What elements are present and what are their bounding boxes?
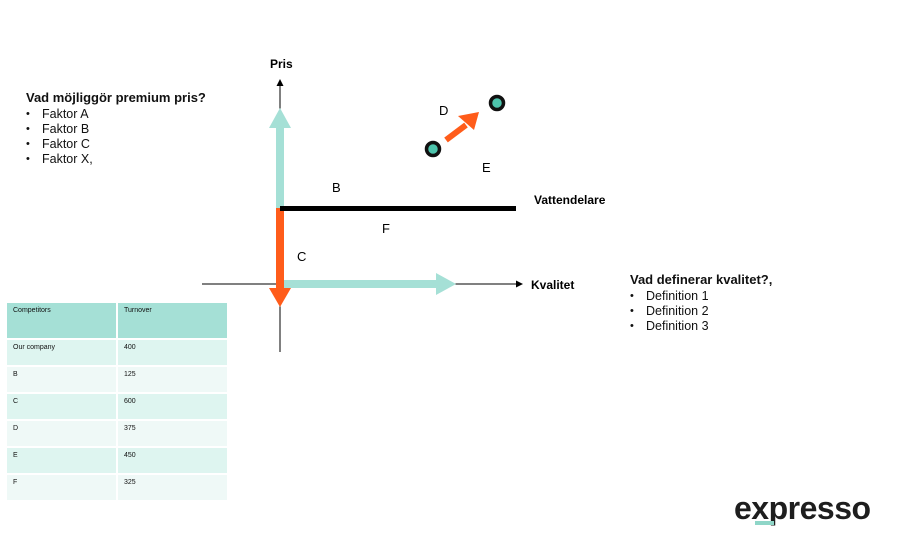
competitor-cell: D bbox=[7, 420, 118, 447]
orange-diagonal-arrow-head bbox=[458, 112, 479, 130]
x-axis-arrowhead bbox=[516, 280, 523, 288]
list-item: Faktor A bbox=[26, 107, 206, 122]
table-row: Our company 400 bbox=[7, 339, 227, 366]
quality-definition-heading: Vad definerar kvalitet?, bbox=[630, 272, 773, 287]
table-header-row: Competitors Turnover bbox=[7, 303, 227, 339]
list-item: Faktor B bbox=[26, 122, 206, 137]
position-dot-start bbox=[424, 140, 442, 158]
list-item: Definition 1 bbox=[630, 289, 772, 304]
table-row: D 375 bbox=[7, 420, 227, 447]
competitor-cell: E bbox=[7, 447, 118, 474]
region-label-d: D bbox=[439, 103, 448, 118]
region-label-f: F bbox=[382, 221, 390, 236]
expresso-logo: expresso bbox=[734, 490, 871, 526]
table-row: E 450 bbox=[7, 447, 227, 474]
turnover-cell: 325 bbox=[117, 474, 227, 501]
table-row: C 600 bbox=[7, 393, 227, 420]
orange-diagonal-arrow-shaft bbox=[444, 122, 468, 143]
premium-price-block: Vad möjliggör premium pris? Faktor A Fak… bbox=[26, 90, 206, 167]
competitors-table: Competitors Turnover Our company 400 B 1… bbox=[7, 303, 227, 502]
threshold-line bbox=[280, 206, 516, 211]
region-label-c: C bbox=[297, 249, 306, 264]
region-label-e: E bbox=[482, 160, 491, 175]
x-axis-label: Kvalitet bbox=[531, 278, 574, 292]
threshold-label: Vattendelare bbox=[534, 193, 606, 207]
region-label-b: B bbox=[332, 180, 341, 195]
table-row: F 325 bbox=[7, 474, 227, 501]
table-row: B 125 bbox=[7, 366, 227, 393]
quality-definition-list: Definition 1 Definition 2 Definition 3 bbox=[630, 289, 772, 334]
orange-down-arrow-head bbox=[269, 288, 291, 307]
list-item: Faktor X, bbox=[26, 152, 206, 167]
turnover-cell: 450 bbox=[117, 447, 227, 474]
list-item: Definition 2 bbox=[630, 304, 772, 319]
competitor-cell: B bbox=[7, 366, 118, 393]
mint-up-arrow-head bbox=[269, 108, 291, 128]
column-header-turnover: Turnover bbox=[117, 303, 227, 339]
y-axis-arrowhead bbox=[276, 79, 284, 86]
column-header-competitors: Competitors bbox=[7, 303, 118, 339]
logo-accent-bar bbox=[755, 521, 774, 525]
mint-up-arrow-shaft bbox=[276, 128, 284, 208]
quality-definition-block: Vad definerar kvalitet?, Definition 1 De… bbox=[630, 272, 772, 334]
competitor-cell: F bbox=[7, 474, 118, 501]
list-item: Definition 3 bbox=[630, 319, 772, 334]
y-axis-label: Pris bbox=[270, 57, 293, 71]
turnover-cell: 600 bbox=[117, 393, 227, 420]
orange-down-arrow-shaft bbox=[276, 208, 284, 288]
competitor-cell: Our company bbox=[7, 339, 118, 366]
premium-price-heading: Vad möjliggör premium pris? bbox=[26, 90, 206, 105]
turnover-cell: 400 bbox=[117, 339, 227, 366]
position-dot-end bbox=[488, 94, 506, 112]
mint-right-arrow-shaft bbox=[280, 280, 436, 288]
mint-right-arrow-head bbox=[436, 273, 456, 295]
turnover-cell: 125 bbox=[117, 366, 227, 393]
turnover-cell: 375 bbox=[117, 420, 227, 447]
premium-price-list: Faktor A Faktor B Faktor C Faktor X, bbox=[26, 107, 206, 167]
competitor-cell: C bbox=[7, 393, 118, 420]
list-item: Faktor C bbox=[26, 137, 206, 152]
